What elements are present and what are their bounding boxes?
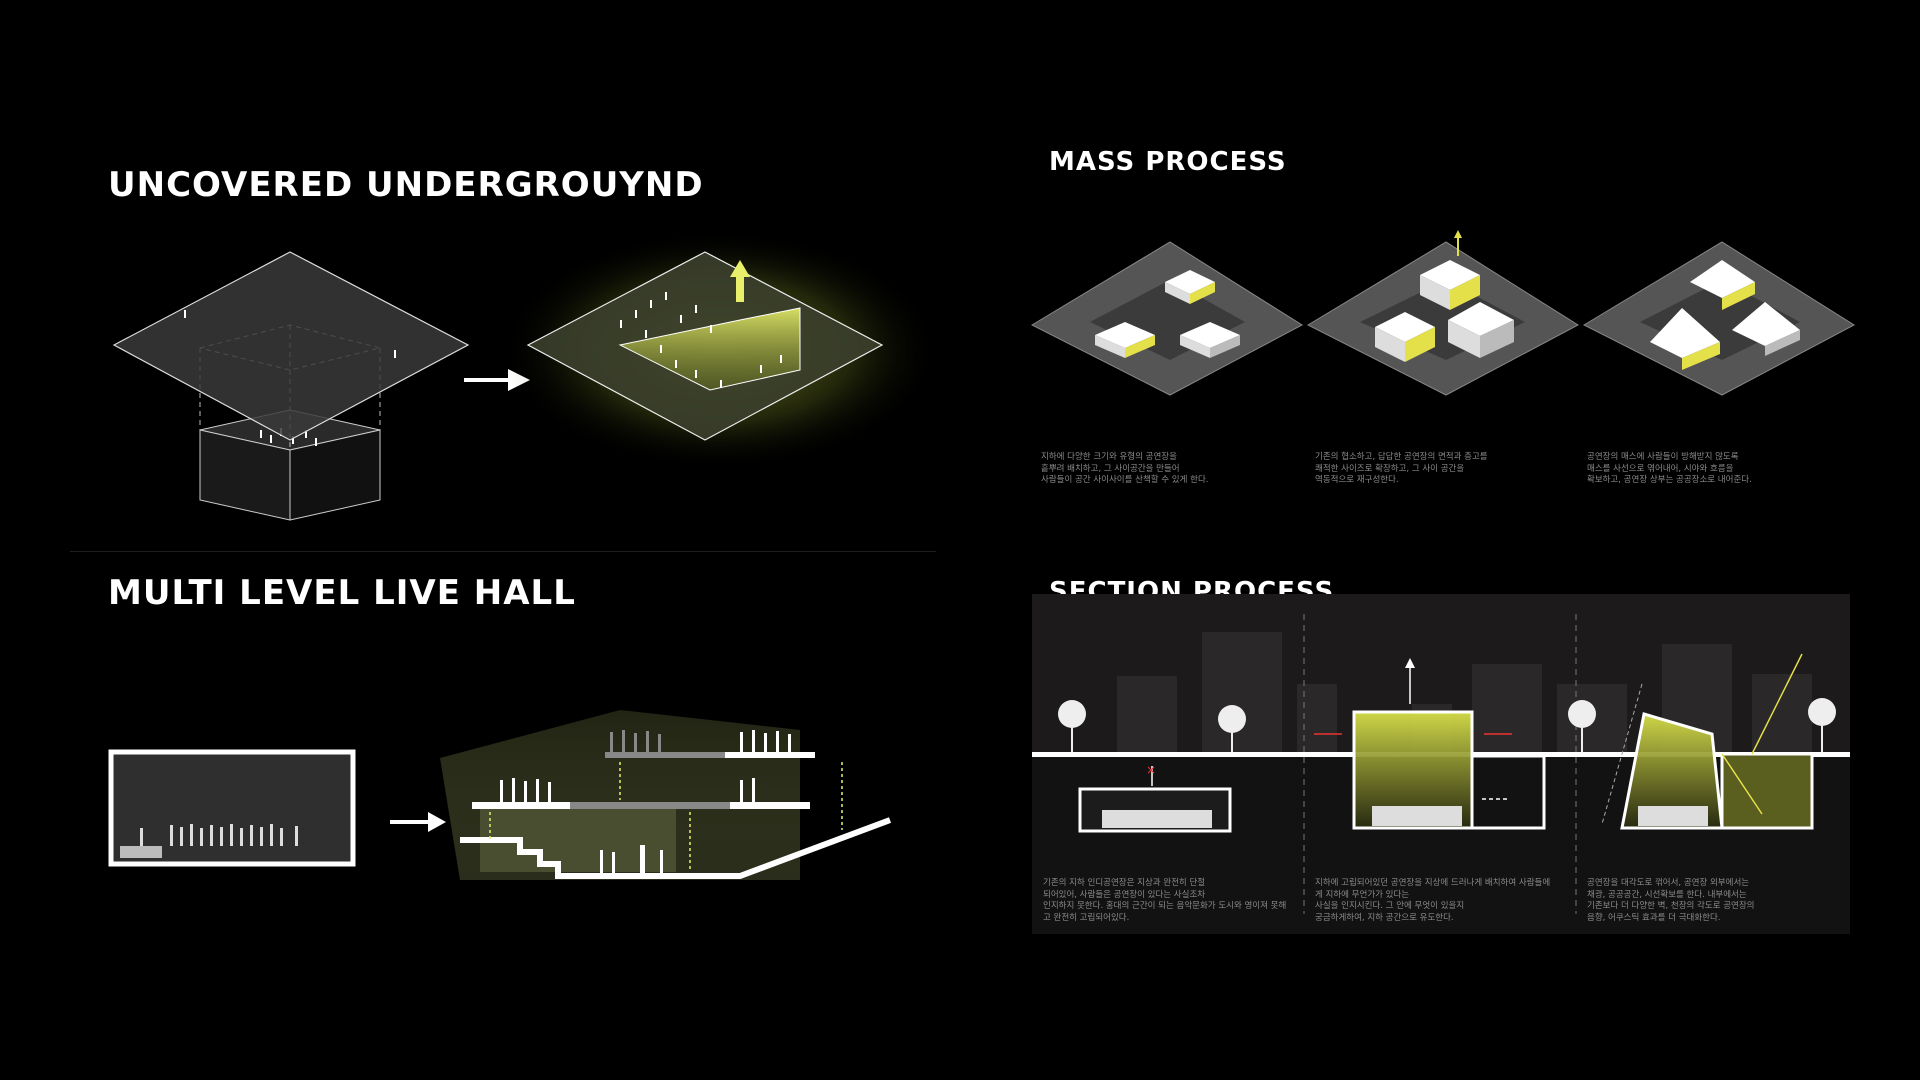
- title-multi-level-live-hall: MULTI LEVEL LIVE HALL: [108, 573, 576, 613]
- horizontal-divider: [70, 551, 936, 552]
- section-process-diagrams: ×: [1032, 594, 1850, 934]
- mass-step-2: [1306, 230, 1579, 396]
- ground-plane: [112, 251, 470, 441]
- arrow-up-icon: [730, 260, 750, 302]
- section-caption-2: 지하에 고립되어있던 공연장을 지상에 드러나게 배치하여 사람들에 게 지하에…: [1315, 878, 1551, 923]
- mass-process-diagrams: [1030, 230, 1855, 396]
- mass-caption-1: 지하에 다양한 크기와 유형의 공연장을 흩뿌려 배치하고, 그 사이공간을 만…: [1041, 452, 1209, 485]
- svg-text:×: ×: [1146, 763, 1156, 777]
- arrow-right-icon: [390, 812, 446, 832]
- mass-step-1: [1030, 241, 1303, 396]
- section-step-1: ×: [1058, 700, 1246, 833]
- uncovered-underground-diagram: [112, 230, 940, 521]
- title-mass-process: MASS PROCESS: [1049, 147, 1287, 177]
- section-caption-1: 기존의 지하 인디공연장은 지상과 완전히 단절 되어있어, 사람들은 공연장이…: [1043, 878, 1287, 923]
- section-step-3: [1601, 653, 1836, 830]
- title-uncovered-underground: UNCOVERED UNDERGROUYND: [108, 165, 704, 205]
- section-caption-3: 공연장을 대각도로 꺾어서, 공연장 외부에서는 채광, 공공공간, 시선확보를…: [1587, 878, 1755, 923]
- mass-caption-2: 기존의 협소하고, 답답한 공연장의 면적과 층고를 쾌적한 사이즈로 확장하고…: [1315, 452, 1488, 485]
- mass-step-3: [1582, 241, 1855, 396]
- section-step-2: [1314, 658, 1596, 830]
- mass-caption-3: 공연장의 매스에 사람들이 방해받지 않도록 매스를 사선으로 엮어내어, 시야…: [1587, 452, 1752, 485]
- multi-level-live-hall-diagram: [108, 710, 892, 880]
